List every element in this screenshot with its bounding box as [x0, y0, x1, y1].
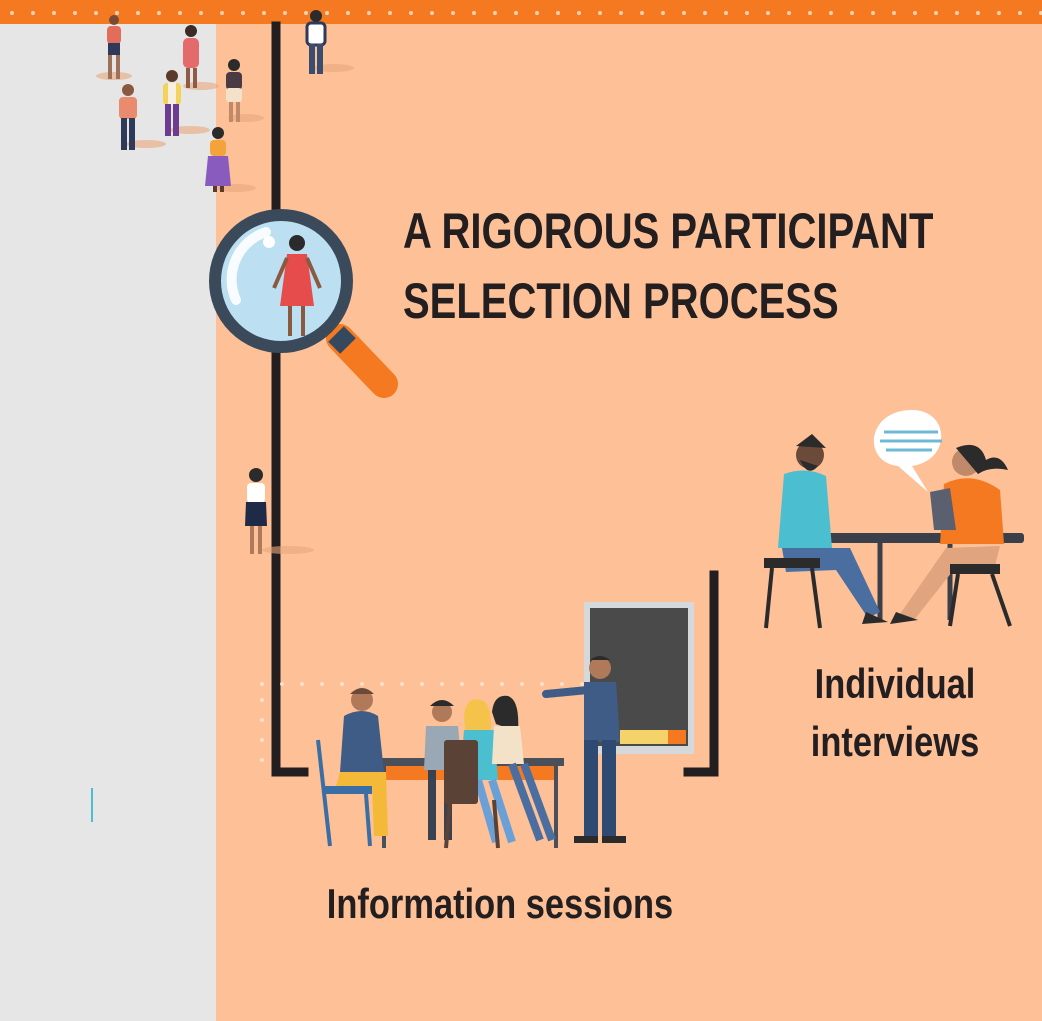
bar-dot	[136, 11, 140, 15]
bar-dot	[787, 11, 791, 15]
bar-dot	[640, 11, 644, 15]
frame-dot	[260, 698, 264, 702]
crowd-icon	[96, 10, 354, 554]
bar-dot	[829, 11, 833, 15]
bar-dot	[178, 11, 182, 15]
bar-dot	[451, 11, 455, 15]
frame-dot	[440, 682, 444, 686]
person	[163, 70, 210, 136]
bar-dot	[1039, 11, 1042, 15]
person	[205, 127, 256, 192]
bar-dot	[31, 11, 35, 15]
frame-dot	[300, 682, 304, 686]
frame-dot	[260, 718, 264, 722]
frame-dot	[280, 682, 284, 686]
individual-label-line-2: interviews	[810, 718, 980, 765]
selected-person	[272, 235, 322, 336]
bar-dot	[220, 11, 224, 15]
bar-dot	[304, 11, 308, 15]
bar-dot	[472, 11, 476, 15]
bar-dot	[262, 11, 266, 15]
classroom-icon	[316, 602, 694, 849]
bar-dot	[115, 11, 119, 15]
title-line-2: SELECTION PROCESS	[403, 273, 839, 329]
person	[305, 10, 354, 74]
bar-dot	[766, 11, 770, 15]
bar-dot	[598, 11, 602, 15]
person	[119, 84, 166, 150]
bar-dot	[388, 11, 392, 15]
bar-dot	[346, 11, 350, 15]
frame-dot	[460, 682, 464, 686]
bar-dot	[703, 11, 707, 15]
bar-dot	[52, 11, 56, 15]
frame-dot	[420, 682, 424, 686]
bar-dot	[514, 11, 518, 15]
person	[245, 468, 314, 554]
frame-dot	[340, 682, 344, 686]
frame-dot	[400, 682, 404, 686]
person	[96, 15, 132, 80]
frame-dot	[320, 682, 324, 686]
bar-dot	[1018, 11, 1022, 15]
top-bar-dots	[10, 11, 1042, 15]
bar-dot	[325, 11, 329, 15]
bar-dot	[409, 11, 413, 15]
bar-dot	[934, 11, 938, 15]
individual-interviews-label: Individual interviews	[784, 655, 1005, 771]
bar-dot	[871, 11, 875, 15]
title-line-1: A RIGOROUS PARTICIPANT	[403, 203, 934, 259]
interview-icon	[764, 410, 1024, 629]
bar-dot	[577, 11, 581, 15]
bar-dot	[73, 11, 77, 15]
bar-dot	[745, 11, 749, 15]
information-sessions-label: Information sessions	[326, 880, 674, 927]
person	[226, 59, 264, 122]
frame-dot	[260, 758, 264, 762]
bar-dot	[619, 11, 623, 15]
bar-dot	[157, 11, 161, 15]
bar-dot	[997, 11, 1001, 15]
frame-dot	[540, 682, 544, 686]
frame-dot	[480, 682, 484, 686]
funnel-line	[271, 21, 719, 777]
left-margin-panel	[0, 24, 216, 1021]
frame-dot	[560, 682, 564, 686]
bar-dot	[94, 11, 98, 15]
individual-label-line-1: Individual	[814, 660, 976, 707]
bar-dot	[913, 11, 917, 15]
frame-dot	[260, 682, 264, 686]
bar-dot	[850, 11, 854, 15]
frame-dot	[500, 682, 504, 686]
bar-dot	[682, 11, 686, 15]
main-panel	[216, 24, 1042, 1021]
left-panel-marker	[91, 788, 93, 822]
bar-dot	[556, 11, 560, 15]
bar-dot	[283, 11, 287, 15]
bar-dot	[724, 11, 728, 15]
bar-dot	[892, 11, 896, 15]
page-title: A RIGOROUS PARTICIPANT SELECTION PROCESS	[403, 196, 934, 336]
bar-dot	[955, 11, 959, 15]
bar-dot	[241, 11, 245, 15]
bar-dot	[808, 11, 812, 15]
frame-dot	[360, 682, 364, 686]
bar-dot	[661, 11, 665, 15]
bar-dot	[430, 11, 434, 15]
top-accent-bar	[0, 0, 1042, 24]
frame-dot	[580, 682, 584, 686]
bar-dot	[10, 11, 14, 15]
frame-dot	[260, 738, 264, 742]
bar-dot	[493, 11, 497, 15]
frame-dot	[380, 682, 384, 686]
bar-dot	[199, 11, 203, 15]
magnifying-glass-icon	[209, 209, 398, 398]
frame-dot	[520, 682, 524, 686]
person	[183, 25, 219, 90]
bar-dot	[535, 11, 539, 15]
bar-dot	[976, 11, 980, 15]
bar-dot	[367, 11, 371, 15]
